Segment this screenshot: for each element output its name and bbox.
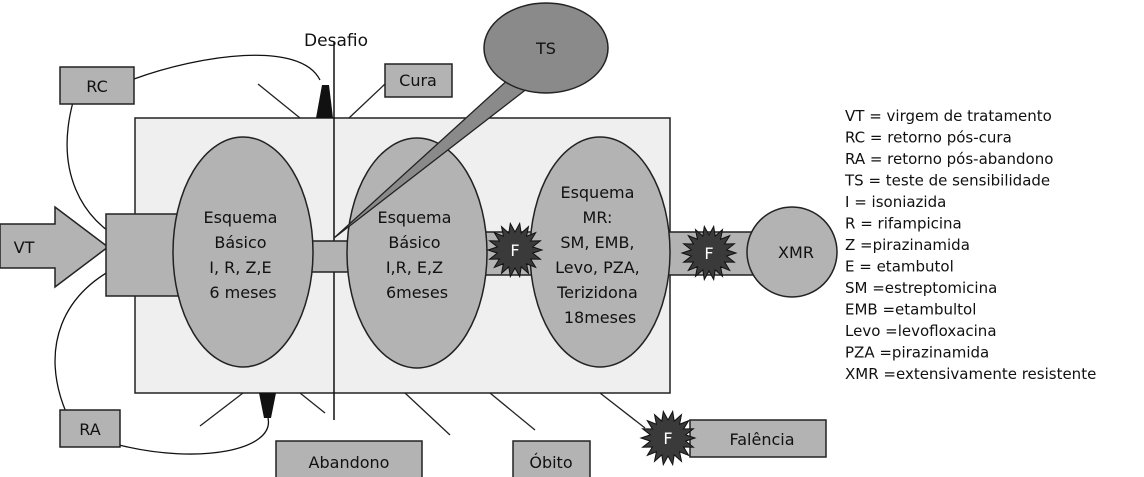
failure-badge-basic2: F	[486, 221, 544, 279]
basic-regimen-2-text: Esquema Básico I,R, E,Z 6meses	[377, 208, 456, 302]
legend-item: PZA =pirazinamida	[845, 344, 989, 362]
vt-label: VT	[14, 238, 35, 257]
basic-regimen-1	[172, 136, 314, 368]
legend-item: Levo =levofloxacina	[845, 322, 997, 340]
svg-text:Óbito: Óbito	[529, 453, 572, 472]
ra-box: RA	[59, 409, 121, 448]
failure-badge-falencia: F	[639, 409, 697, 467]
legend-item: R = rifampicina	[845, 215, 962, 233]
death-box: Óbito	[512, 440, 591, 477]
legend-item: I = isoniazida	[845, 193, 946, 211]
top-wedge	[316, 85, 333, 118]
legend-item: E = etambutol	[845, 258, 954, 276]
svg-text:RC: RC	[86, 77, 108, 96]
legend-item: VT = virgem de tratamento	[845, 107, 1052, 125]
failure-badge-label: F	[704, 244, 713, 263]
failure-badge-mr: F	[680, 224, 738, 282]
ts-label: TS	[535, 39, 556, 58]
abandon-box: Abandono	[275, 440, 423, 477]
legend-item: EMB =etambultol	[845, 301, 976, 319]
ts-bubble	[483, 2, 609, 94]
failure-box: Falência	[689, 419, 827, 458]
legend-item: RC = retorno pós-cura	[845, 129, 1012, 147]
cure-box: Cura	[384, 63, 453, 98]
svg-text:Abandono: Abandono	[309, 453, 390, 472]
basic-regimen-1-text: Esquema Básico I, R, Z,E 6 meses	[203, 208, 282, 302]
rc-top-curve	[133, 54, 321, 81]
challenge-label: Desafio	[304, 31, 368, 51]
legend-item: RA = retorno pós-abandono	[845, 150, 1053, 168]
rc-box: RC	[59, 66, 135, 105]
legend-item: SM =estreptomicina	[845, 279, 997, 297]
xmr-circle	[746, 206, 838, 298]
svg-text:RA: RA	[79, 420, 100, 439]
legend-item: XMR =extensivamente resistente	[845, 365, 1096, 383]
vt-arrow	[0, 205, 110, 289]
bottom-wedge	[259, 393, 276, 418]
legend: VT = virgem de tratamento RC = retorno pó…	[844, 107, 1096, 383]
svg-text:Cura: Cura	[399, 71, 437, 90]
svg-text:Falência: Falência	[729, 430, 794, 449]
failure-badge-label: F	[510, 241, 519, 260]
legend-item: TS = teste de sensibilidade	[844, 172, 1050, 190]
mr-regimen	[529, 136, 671, 368]
failure-badge-label: F	[663, 429, 672, 448]
mr-regimen-text: Esquema MR: SM, EMB, Levo, PZA, Terizido…	[555, 183, 645, 327]
decorative-ticks	[199, 83, 646, 436]
xmr-label: XMR	[778, 243, 814, 262]
legend-item: Z =pirazinamida	[845, 236, 970, 254]
ra-bottom-curve	[118, 417, 269, 455]
